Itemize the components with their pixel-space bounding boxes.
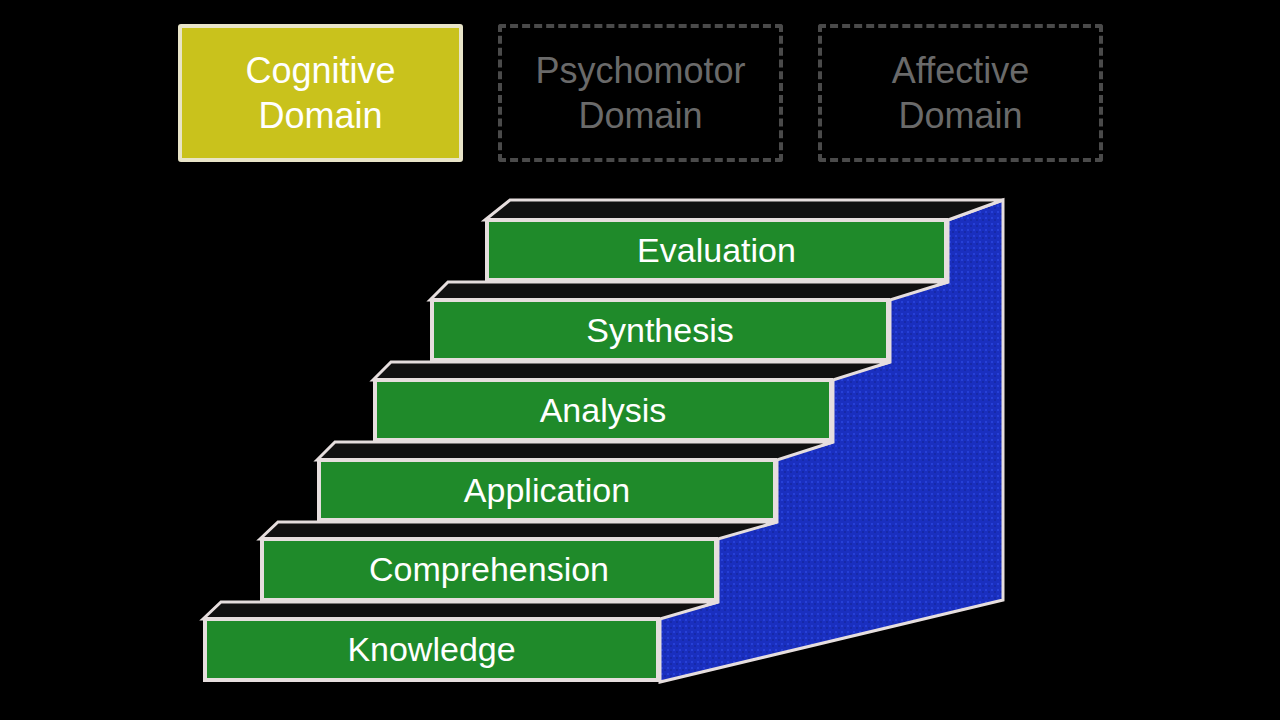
stair-top [485, 200, 1003, 220]
level-label: Evaluation [637, 229, 796, 272]
domain-label: Psychomotor Domain [535, 48, 745, 138]
domain-label: Cognitive Domain [245, 48, 395, 138]
stair-step: Comprehension [260, 537, 718, 602]
stair-step: Synthesis [430, 298, 890, 362]
level-label: Analysis [540, 389, 667, 432]
level-label: Application [464, 469, 630, 512]
domain-box: Psychomotor Domain [498, 24, 783, 162]
stair-step: Knowledge [203, 617, 660, 682]
domain-label: Affective Domain [892, 48, 1029, 138]
domain-box: Affective Domain [818, 24, 1103, 162]
stair-step: Application [317, 458, 777, 522]
stair-step: Evaluation [485, 218, 948, 282]
domain-box: Cognitive Domain [178, 24, 463, 162]
level-label: Synthesis [586, 309, 733, 352]
stair-step: Analysis [373, 378, 833, 442]
level-label: Comprehension [369, 548, 609, 591]
level-label: Knowledge [347, 628, 515, 671]
